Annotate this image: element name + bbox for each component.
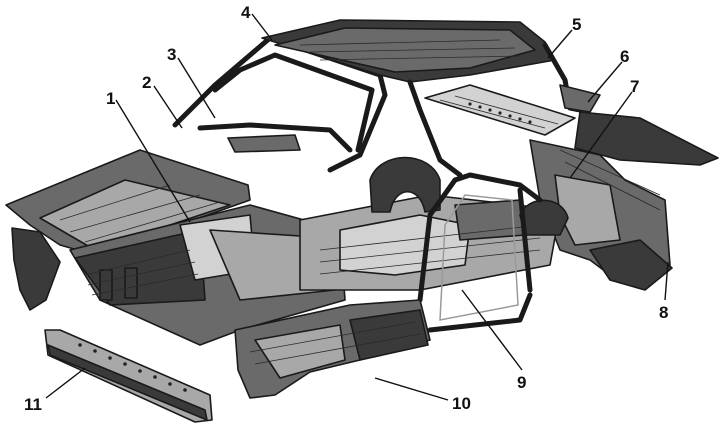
callout-1: 1 [106,89,115,108]
engine-compartment [69,204,346,346]
leader-7 [569,91,633,179]
callout-6: 6 [620,47,629,66]
roof-panel [261,19,556,83]
leader-10 [374,377,449,401]
leader-8 [664,261,669,301]
leader-4 [251,13,273,41]
callout-9: 9 [517,373,526,392]
callout-2: 2 [142,73,151,92]
front-crossmember [44,329,213,423]
crossmember-holes [78,343,187,392]
callout-labels: 1 2 3 4 5 6 7 8 9 10 11 [24,3,668,414]
callout-7: 7 [630,77,639,96]
callout-3: 3 [167,45,176,64]
rear-roof-frame [407,42,601,178]
leader-11 [45,367,86,399]
front-fender [5,149,251,311]
leader-5 [547,29,573,59]
rear-parcel-shelf [424,84,576,136]
callout-5: 5 [572,15,581,34]
door-opening-frame [417,172,543,333]
leader-3 [177,57,216,119]
callout-8: 8 [659,303,668,322]
shelf-holes [468,102,532,124]
callout-11: 11 [24,395,42,414]
side-panel-rocker [234,299,431,399]
leader-2 [153,85,183,129]
callout-10: 10 [452,394,471,413]
leader-lines [45,13,669,401]
floor-pan [299,194,561,291]
leader-9 [461,289,523,371]
wheel-arch [369,156,569,236]
rear-fender-and-trunk [529,111,719,291]
leader-1 [115,99,191,223]
leader-6 [587,61,623,103]
callout-4: 4 [241,3,251,22]
